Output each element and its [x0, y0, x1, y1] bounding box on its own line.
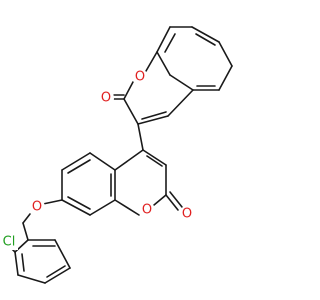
atom-cl: Cl — [0, 234, 18, 250]
o-top-carbonyl-label: O — [101, 91, 111, 106]
o-ether-label: O — [32, 200, 42, 215]
chlorobenzyl-ring — [9, 222, 71, 284]
molecule-structure: O O O O O Cl — [0, 26, 233, 284]
atom-o-top-ring: O — [132, 69, 148, 85]
atom-o-bottom-carbonyl: O — [179, 206, 195, 222]
atom-o-bottom-ring: O — [139, 202, 155, 218]
atom-o-top-carbonyl: O — [98, 90, 114, 106]
upper-pyranone-ring — [113, 51, 194, 125]
o-bottom-ring-label: O — [142, 203, 152, 218]
cl-label: Cl — [3, 235, 16, 250]
bridge-bond — [137, 123, 144, 151]
o-top-ring-label: O — [135, 70, 145, 85]
ether-linkage — [22, 199, 63, 224]
o-bottom-carbonyl-label: O — [182, 207, 192, 222]
atom-o-ether: O — [29, 199, 45, 215]
upper-benzo-ring — [156, 26, 233, 91]
lower-pyranone-ring — [114, 149, 183, 216]
lower-benzo-ring — [61, 152, 116, 216]
